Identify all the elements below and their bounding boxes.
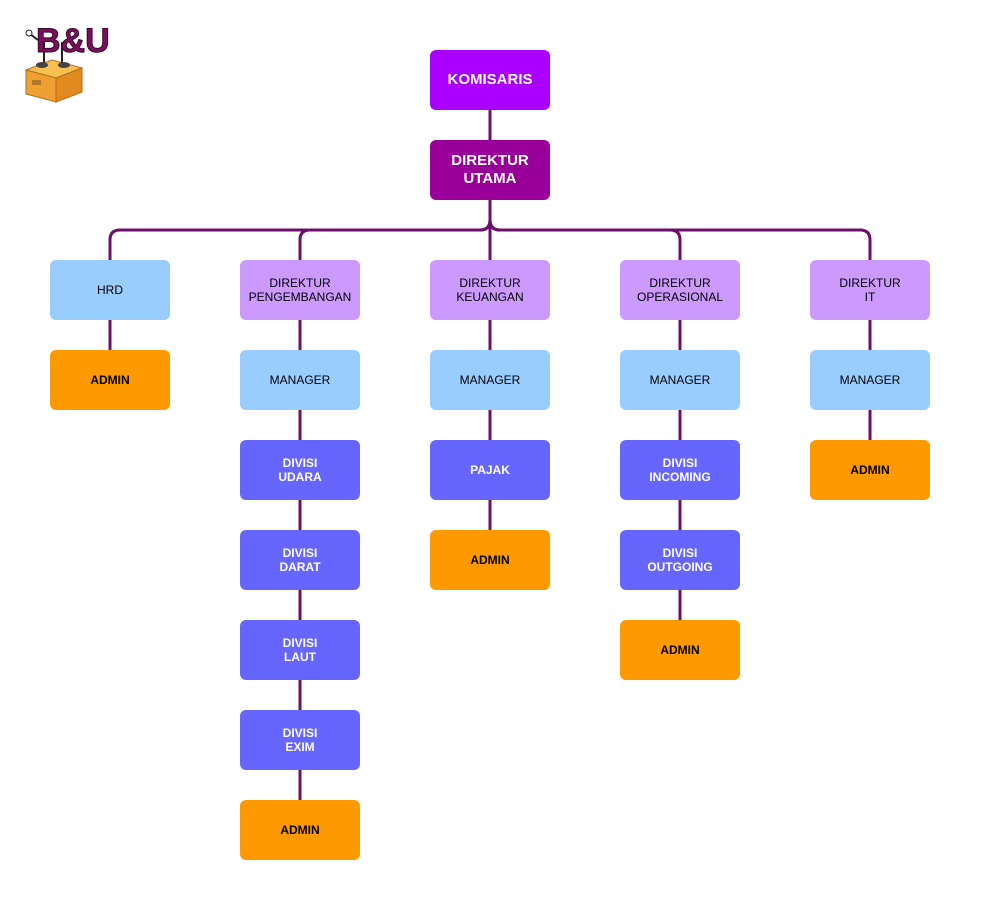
node-keuangan-admin: ADMIN xyxy=(430,530,550,590)
line-to-pengembangan xyxy=(298,198,492,262)
node-it-manager: MANAGER xyxy=(810,350,930,410)
logo-text: B&U xyxy=(36,22,110,60)
node-divisi-udara: DIVISI UDARA xyxy=(240,440,360,500)
node-operasional-admin: ADMIN xyxy=(620,620,740,680)
cardboard-box-mascot-icon xyxy=(24,29,84,103)
node-operasional-manager: MANAGER xyxy=(620,350,740,410)
node-it-admin: ADMIN xyxy=(810,440,930,500)
node-pajak: PAJAK xyxy=(430,440,550,500)
node-komisaris: KOMISARIS xyxy=(430,50,550,110)
node-pengembangan-admin: ADMIN xyxy=(240,800,360,860)
node-divisi-laut: DIVISI LAUT xyxy=(240,620,360,680)
node-direktur-keuangan: DIREKTUR KEUANGAN xyxy=(430,260,550,320)
node-direktur-it: DIREKTUR IT xyxy=(810,260,930,320)
node-divisi-outgoing: DIVISI OUTGOING xyxy=(620,530,740,590)
node-direktur-pengembangan: DIREKTUR PENGEMBANGAN xyxy=(240,260,360,320)
line-to-it xyxy=(488,198,872,262)
node-hrd: HRD xyxy=(50,260,170,320)
node-pengembangan-manager: MANAGER xyxy=(240,350,360,410)
node-direktur-operasional: DIREKTUR OPERASIONAL xyxy=(620,260,740,320)
node-direktur-utama: DIREKTUR UTAMA xyxy=(430,140,550,200)
node-divisi-darat: DIVISI DARAT xyxy=(240,530,360,590)
node-divisi-exim: DIVISI EXIM xyxy=(240,710,360,770)
company-logo: B&U xyxy=(24,22,110,103)
node-keuangan-manager: MANAGER xyxy=(430,350,550,410)
node-divisi-incoming: DIVISI INCOMING xyxy=(620,440,740,500)
connector-lines xyxy=(108,108,872,802)
node-hrd-admin: ADMIN xyxy=(50,350,170,410)
